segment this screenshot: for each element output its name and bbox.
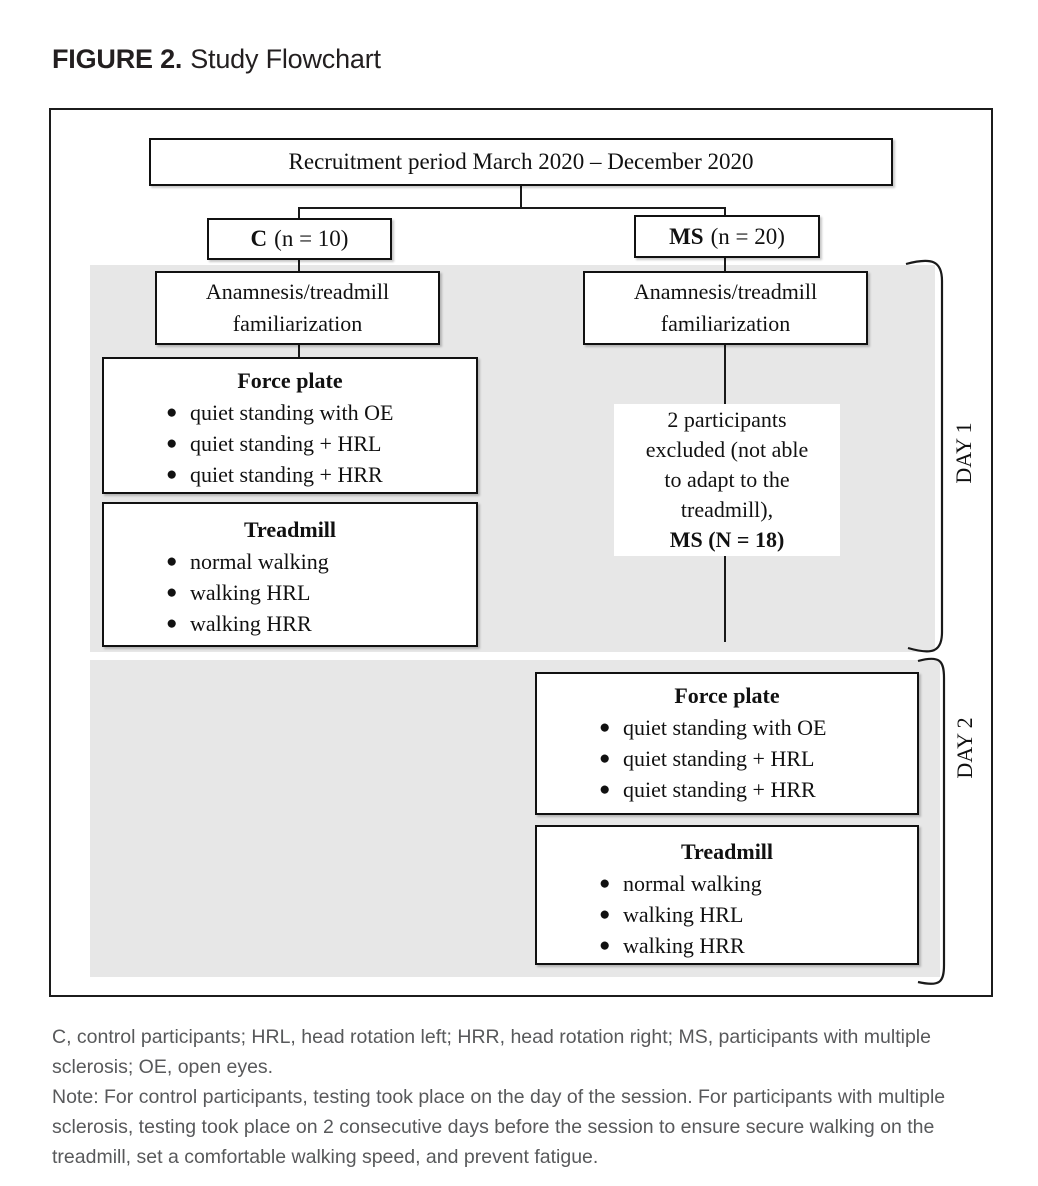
- connector-split-horizontal: [299, 207, 725, 209]
- bullet-icon: ●: [599, 904, 611, 925]
- treadmill-day1-box: Treadmill ● normal walking ● walking HRL ●…: [102, 502, 478, 647]
- treadmill-day2-heading: Treadmill: [680, 839, 774, 864]
- bullet-icon: ●: [599, 748, 611, 769]
- recruitment-box: Recruitment period March 2020 – December…: [149, 138, 893, 186]
- list-item: ● quiet standing + HRR: [537, 774, 917, 805]
- treadmill-day1-heading: Treadmill: [243, 517, 337, 542]
- group-c-count: (n = 10): [274, 226, 349, 251]
- connector-ms-anamnesis: [724, 257, 726, 272]
- day2-bracket: [917, 657, 946, 985]
- bullet-icon: ●: [166, 464, 178, 485]
- group-ms-abbr: MS: [669, 223, 704, 249]
- bullet-icon: ●: [599, 873, 611, 894]
- bullet-icon: ●: [599, 935, 611, 956]
- list-item-text: walking HRR: [623, 933, 745, 958]
- bullet-icon: ●: [166, 613, 178, 634]
- anamnesis-c-box: Anamnesis/treadmill familiarization: [155, 271, 440, 345]
- force-plate-day2-heading: Force plate: [674, 683, 780, 708]
- force-plate-day1-box: Force plate ● quiet standing with OE ● qui…: [102, 357, 478, 494]
- list-item-text: quiet standing + HRL: [623, 746, 815, 771]
- bullet-icon: ●: [599, 717, 611, 738]
- group-ms-count: (n = 20): [710, 223, 785, 249]
- list-item-text: quiet standing + HRR: [190, 462, 383, 487]
- figure-caption: C, control participants; HRL, head rotat…: [52, 1022, 992, 1172]
- excluded-line: 2 participants: [667, 407, 787, 432]
- list-item-text: quiet standing with OE: [623, 715, 827, 740]
- connector-excluded-down: [724, 556, 726, 642]
- list-item: ● quiet standing with OE: [537, 712, 917, 743]
- figure-title: FIGURE 2.Study Flowchart: [52, 44, 381, 75]
- day2-label: DAY 2: [952, 717, 977, 779]
- anamnesis-ms-box: Anamnesis/treadmill familiarization: [583, 271, 868, 345]
- anamnesis-c-text: Anamnesis/treadmill familiarization: [205, 279, 390, 336]
- list-item: ● walking HRR: [104, 608, 476, 639]
- caption-abbreviations: C, control participants; HRL, head rotat…: [52, 1026, 931, 1078]
- list-item: ● normal walking: [104, 546, 476, 577]
- bullet-icon: ●: [599, 779, 611, 800]
- bullet-icon: ●: [166, 582, 178, 603]
- recruitment-text: Recruitment period March 2020 – December…: [288, 149, 754, 174]
- connector-anamnesis-excluded: [724, 345, 726, 405]
- figure-number-label: FIGURE 2.: [52, 44, 183, 74]
- group-c-box: C (n = 10): [207, 218, 392, 260]
- treadmill-day2-box: Treadmill ● normal walking ● walking HRL ●…: [535, 825, 919, 965]
- connector-anamnesis-force: [298, 345, 300, 358]
- caption-note: Note: For control participants, testing …: [52, 1086, 946, 1168]
- connector-drop-ms: [724, 207, 726, 216]
- list-item-text: walking HRL: [190, 580, 311, 605]
- connector-recruitment-drop: [520, 186, 522, 207]
- figure-title-text: Study Flowchart: [190, 44, 381, 74]
- connector-c-anamnesis: [298, 259, 300, 272]
- list-item: ● walking HRL: [537, 899, 917, 930]
- group-c-abbr: C: [250, 226, 268, 251]
- flowchart-frame: Recruitment period March 2020 – December…: [49, 108, 993, 997]
- excluded-line: to adapt to the: [664, 467, 790, 492]
- group-ms-box: MS (n = 20): [634, 215, 820, 258]
- list-item-text: quiet standing + HRL: [190, 431, 382, 456]
- bullet-icon: ●: [166, 551, 178, 572]
- list-item-text: normal walking: [623, 871, 762, 896]
- excluded-line: treadmill),: [680, 497, 774, 522]
- excluded-box: 2 participants excluded (not able to ada…: [614, 404, 840, 556]
- excluded-result: MS (N = 18): [669, 527, 785, 552]
- list-item: ● quiet standing + HRR: [104, 459, 476, 490]
- excluded-line: excluded (not able: [645, 437, 809, 462]
- anamnesis-ms-text: Anamnesis/treadmill familiarization: [633, 279, 818, 336]
- list-item-text: walking HRL: [623, 902, 744, 927]
- list-item: ● normal walking: [537, 868, 917, 899]
- force-plate-day2-box: Force plate ● quiet standing with OE ● qui…: [535, 672, 919, 815]
- list-item: ● walking HRR: [537, 930, 917, 961]
- list-item-text: quiet standing + HRR: [623, 777, 816, 802]
- list-item-text: quiet standing with OE: [190, 400, 394, 425]
- list-item-text: walking HRR: [190, 611, 312, 636]
- bullet-icon: ●: [166, 402, 178, 423]
- list-item: ● walking HRL: [104, 577, 476, 608]
- bullet-icon: ●: [166, 433, 178, 454]
- list-item: ● quiet standing with OE: [104, 397, 476, 428]
- list-item: ● quiet standing + HRL: [104, 428, 476, 459]
- day1-bracket: [905, 259, 944, 653]
- force-plate-day1-heading: Force plate: [237, 368, 343, 393]
- day1-label: DAY 1: [951, 422, 976, 484]
- connector-drop-c: [298, 207, 300, 219]
- list-item: ● quiet standing + HRL: [537, 743, 917, 774]
- list-item-text: normal walking: [190, 549, 329, 574]
